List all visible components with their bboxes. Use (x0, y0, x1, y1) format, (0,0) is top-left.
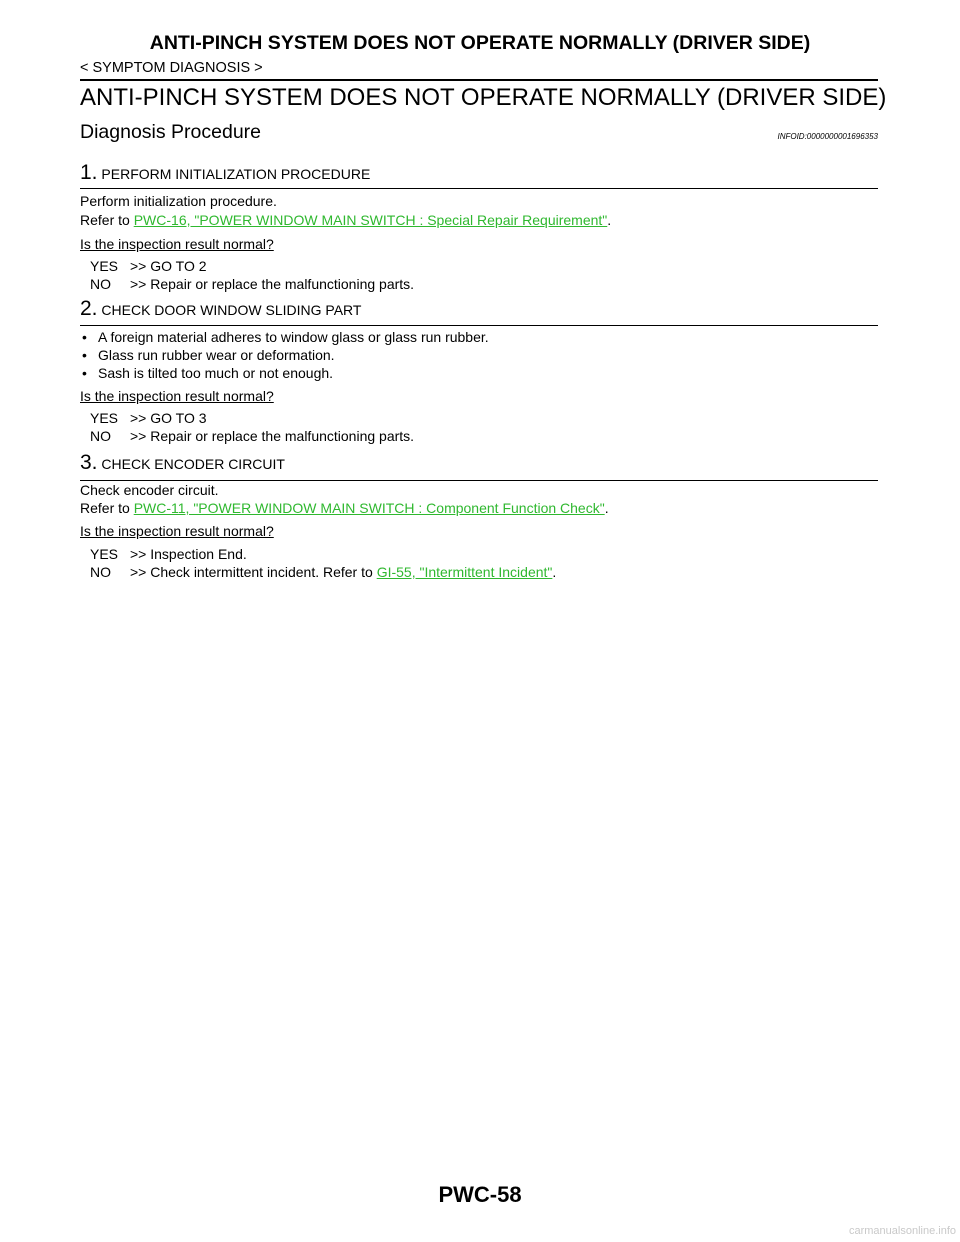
step-title: CHECK DOOR WINDOW SLIDING PART (101, 302, 362, 318)
step-3-question: Is the inspection result normal? (80, 523, 274, 539)
step-3-yes-answer: YES >> Inspection End. (90, 546, 247, 562)
yes-text: >> GO TO 2 (130, 258, 207, 274)
reference-link-pwc-16[interactable]: PWC-16, "POWER WINDOW MAIN SWITCH : Spec… (133, 212, 608, 228)
no-text: >> Repair or replace the malfunctioning … (130, 276, 415, 292)
step-title: CHECK ENCODER CIRCUIT (101, 456, 285, 472)
refer-suffix: . (604, 500, 609, 516)
no-text: >> Check intermittent incident. Refer to (130, 564, 377, 580)
step-2-bullet: • A foreign material adheres to window gl… (80, 329, 489, 345)
step-2-rule (80, 325, 878, 326)
step-1-no-answer: NO >> Repair or replace the malfunctionin… (90, 276, 414, 292)
step-1-heading: 1. PERFORM INITIALIZATION PROCEDURE (80, 161, 370, 185)
no-suffix: . (552, 564, 557, 580)
page-number: PWC-58 (438, 1182, 522, 1207)
step-title: PERFORM INITIALIZATION PROCEDURE (101, 166, 371, 182)
step-1-reference: Refer to PWC-16, "POWER WINDOW MAIN SWIT… (80, 212, 611, 228)
section-title: ANTI-PINCH SYSTEM DOES NOT OPERATE NORMA… (80, 84, 887, 111)
header-rule (80, 79, 878, 81)
step-1-rule (80, 188, 878, 189)
bullet-dot: • (82, 347, 87, 363)
yes-text: >> GO TO 3 (130, 410, 207, 426)
refer-prefix: Refer to (80, 212, 134, 228)
subsection-title: Diagnosis Procedure (80, 121, 262, 143)
no-label: NO (90, 428, 111, 444)
no-label: NO (90, 276, 111, 292)
bullet-text: Glass run rubber wear or deformation. (98, 347, 335, 363)
step-2-bullet: • Glass run rubber wear or deformation. (80, 347, 335, 363)
step-3-heading: 3. CHECK ENCODER CIRCUIT (80, 451, 285, 475)
step-2-bullet: • Sash is tilted too much or not enough. (80, 365, 333, 381)
reference-link-pwc-11[interactable]: PWC-11, "POWER WINDOW MAIN SWITCH : Comp… (133, 500, 605, 516)
step-1-instruction: Perform initialization procedure. (80, 193, 277, 209)
yes-label: YES (90, 258, 119, 274)
step-3-no-answer: NO >> Check intermittent incident. Refer … (90, 564, 556, 580)
step-number: 3. (80, 451, 98, 474)
no-text: >> Repair or replace the malfunctioning … (130, 428, 415, 444)
step-3-rule (80, 480, 878, 481)
info-id: INFOID:0000000001696353 (777, 132, 878, 141)
step-1-yes-answer: YES >> GO TO 2 (90, 258, 207, 274)
step-2-question: Is the inspection result normal? (80, 388, 274, 404)
step-number: 1. (80, 161, 98, 184)
watermark: carmanualsonline.info (848, 1225, 956, 1237)
bullet-dot: • (82, 329, 87, 345)
bullet-text: Sash is tilted too much or not enough. (98, 365, 334, 381)
step-3-reference: Refer to PWC-11, "POWER WINDOW MAIN SWIT… (80, 500, 609, 516)
yes-label: YES (90, 546, 119, 562)
no-label: NO (90, 564, 111, 580)
step-1-question: Is the inspection result normal? (80, 236, 274, 252)
bullet-dot: • (82, 365, 87, 381)
bullet-text: A foreign material adheres to window gla… (98, 329, 489, 345)
breadcrumb: < SYMPTOM DIAGNOSIS > (80, 60, 263, 76)
step-3-instruction: Check encoder circuit. (80, 482, 219, 498)
reference-link-gi-55[interactable]: GI-55, "Intermittent Incident" (376, 564, 553, 580)
step-number: 2. (80, 297, 98, 320)
yes-text: >> Inspection End. (130, 546, 247, 562)
step-2-no-answer: NO >> Repair or replace the malfunctionin… (90, 428, 414, 444)
step-2-heading: 2. CHECK DOOR WINDOW SLIDING PART (80, 297, 361, 321)
refer-prefix: Refer to (80, 500, 134, 516)
refer-suffix: . (607, 212, 612, 228)
running-title: ANTI-PINCH SYSTEM DOES NOT OPERATE NORMA… (149, 32, 811, 54)
yes-label: YES (90, 410, 119, 426)
step-2-yes-answer: YES >> GO TO 3 (90, 410, 207, 426)
